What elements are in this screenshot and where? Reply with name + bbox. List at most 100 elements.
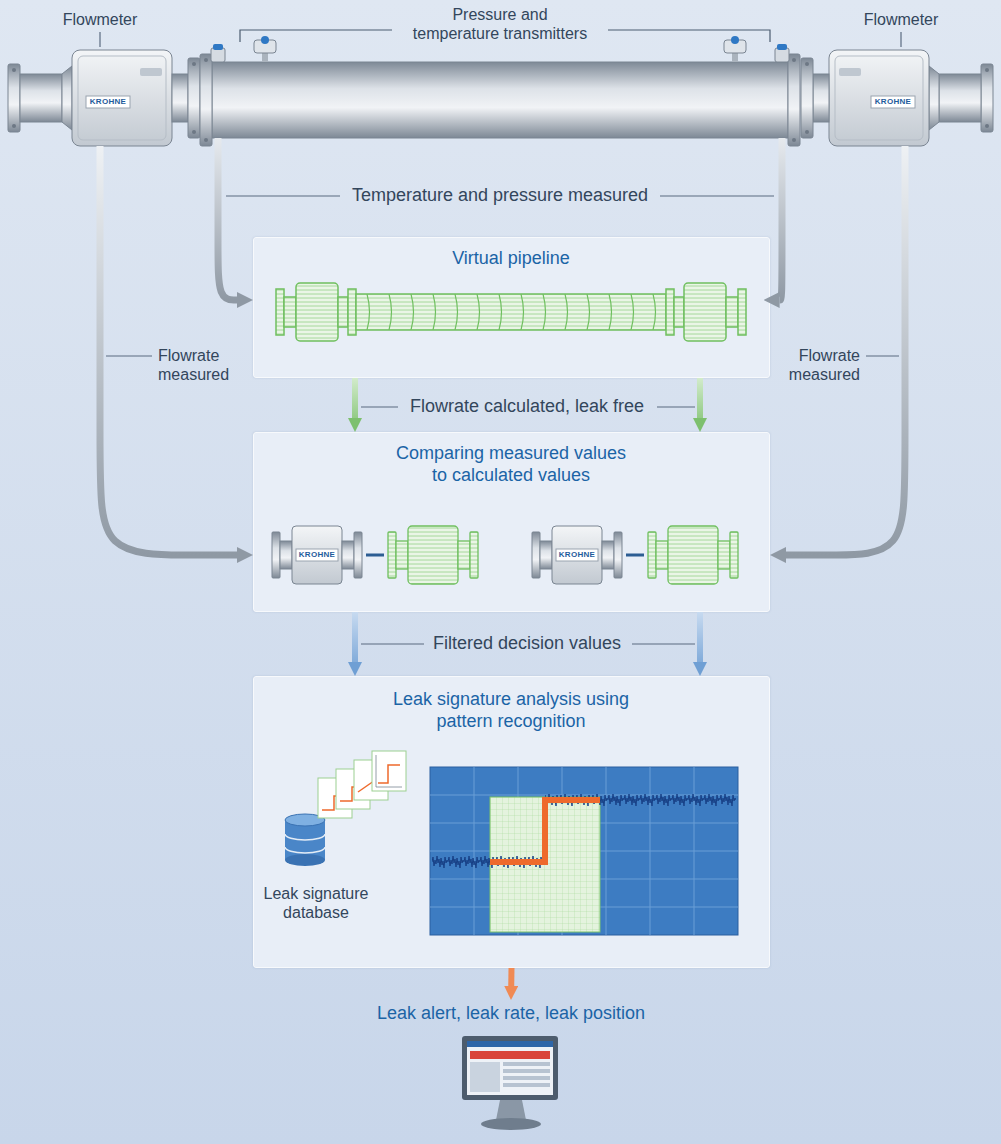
signature-documents — [376, 755, 402, 787]
brand-plate-text: KROHNE — [556, 549, 598, 561]
virtual-pipeline-drawing — [276, 289, 284, 335]
signal-chart — [430, 767, 738, 935]
flow-arrow — [218, 138, 237, 300]
transmitter-symbol — [261, 36, 269, 44]
virtual-pipeline-drawing — [674, 297, 684, 327]
text-slot: Flowrate calculated, leak free — [377, 396, 677, 418]
virtual-pipeline-drawing — [276, 283, 746, 341]
flow-label: Temperature and pressure measured — [320, 185, 680, 207]
brand-plate-text: KROHNE — [871, 96, 915, 108]
virtual-pipeline-drawing — [296, 283, 338, 341]
leader-line — [632, 643, 695, 644]
text-slot: Flowmeter — [841, 10, 961, 29]
flowmeter-illustration — [801, 50, 993, 146]
text-slot: Virtual pipeline — [254, 248, 768, 270]
transmitter-label: Pressure and temperature transmitters — [410, 5, 590, 43]
pipe-illustration — [204, 58, 208, 62]
output-label: Leak alert, leak rate, leak position — [291, 1003, 731, 1025]
virtual-pipeline-drawing — [356, 294, 666, 330]
text-slot: Leak alert, leak rate, leak position — [291, 1003, 731, 1025]
leader-line — [866, 355, 899, 356]
transmitter-symbol — [777, 44, 787, 50]
flow-arrow — [697, 612, 703, 662]
monitor-icon — [496, 1100, 526, 1120]
compare-icons — [626, 554, 644, 557]
monitor-icon — [467, 1041, 553, 1095]
text-slot: KROHNE — [296, 549, 338, 561]
edge-label: Flowrate measured — [780, 346, 860, 384]
pipe-illustration — [788, 54, 800, 146]
monitor-icon — [481, 1118, 541, 1130]
leader-line — [226, 195, 340, 196]
leader-line — [660, 195, 774, 196]
output-node: Leak alert, leak rate, leak position — [291, 1000, 731, 1028]
virtual-pipeline-drawing — [348, 289, 356, 335]
monitor-icon — [462, 1036, 558, 1130]
compare-icons — [648, 526, 738, 584]
virtual-pipeline-drawing — [738, 289, 746, 335]
virtual-pipeline-drawing — [284, 297, 296, 327]
monitor-icon — [470, 1051, 550, 1059]
monitor-icon — [503, 1083, 550, 1087]
leader-line — [361, 406, 398, 407]
transmitter-symbol — [211, 48, 225, 62]
brand-plate-text: KROHNE — [86, 96, 130, 108]
box-title: Leak signature analysis using pattern re… — [381, 689, 641, 732]
leader-line — [657, 406, 695, 407]
text-slot: KROHNE — [86, 96, 130, 108]
text-slot: Pressure and temperature transmitters — [410, 5, 590, 43]
monitor-icon — [503, 1076, 550, 1080]
monitor-icon — [503, 1069, 550, 1073]
monitor-icon — [462, 1036, 558, 1100]
virtual-pipeline-drawing — [684, 283, 726, 341]
compare-icons — [272, 526, 738, 584]
text-slot: KROHNE — [556, 549, 598, 561]
pipe-illustration — [792, 138, 796, 142]
brand-plate-text: KROHNE — [296, 549, 338, 561]
text-slot: Leak signature database — [256, 884, 376, 922]
compare-icons — [388, 526, 478, 584]
leader-line — [361, 643, 424, 644]
text-slot: Comparing measured values to calculated … — [254, 443, 768, 486]
virtual-pipeline-drawing — [338, 297, 348, 327]
flow-arrow — [697, 378, 703, 418]
monitor-icon — [467, 1041, 553, 1047]
signal-chart — [490, 800, 600, 862]
monitor-icon — [503, 1062, 550, 1066]
pipe-illustration — [212, 62, 788, 138]
text-slot: Filtered decision values — [377, 633, 677, 655]
text-slot: KROHNE — [871, 96, 915, 108]
pipeline-node: Pressure and temperature transmitters — [200, 62, 800, 138]
pipe-illustration — [200, 54, 212, 146]
leader-line — [99, 32, 100, 47]
text-slot: Flowrate measured — [158, 346, 238, 384]
database-label: Leak signature database — [256, 884, 376, 922]
edge-label: Flowrate measured — [158, 346, 238, 384]
flow-arrow — [780, 138, 782, 300]
monitor-icon — [470, 1062, 500, 1092]
virtual-pipeline-drawing — [666, 289, 674, 335]
compare-icons — [366, 554, 384, 557]
flow-arrow — [508, 968, 514, 986]
flowmeter-illustration — [8, 50, 200, 146]
transmitter-symbol — [775, 48, 789, 62]
database-symbol — [285, 814, 325, 866]
virtual-pipeline-drawing — [356, 294, 666, 330]
text-slot: Temperature and pressure measured — [320, 185, 680, 207]
pipe-illustration — [200, 54, 800, 146]
process-box: Comparing measured values to calculated … — [253, 432, 770, 612]
signature-documents — [378, 765, 400, 783]
database-symbol — [285, 834, 325, 853]
signal-chart — [490, 797, 600, 932]
signature-documents — [372, 751, 406, 791]
flow-label: Flowrate calculated, leak free — [377, 396, 677, 418]
database-symbol — [285, 854, 325, 866]
flow-arrow — [352, 612, 358, 662]
transmitter-symbol — [731, 36, 739, 44]
text-slot: Flowrate measured — [780, 346, 860, 384]
